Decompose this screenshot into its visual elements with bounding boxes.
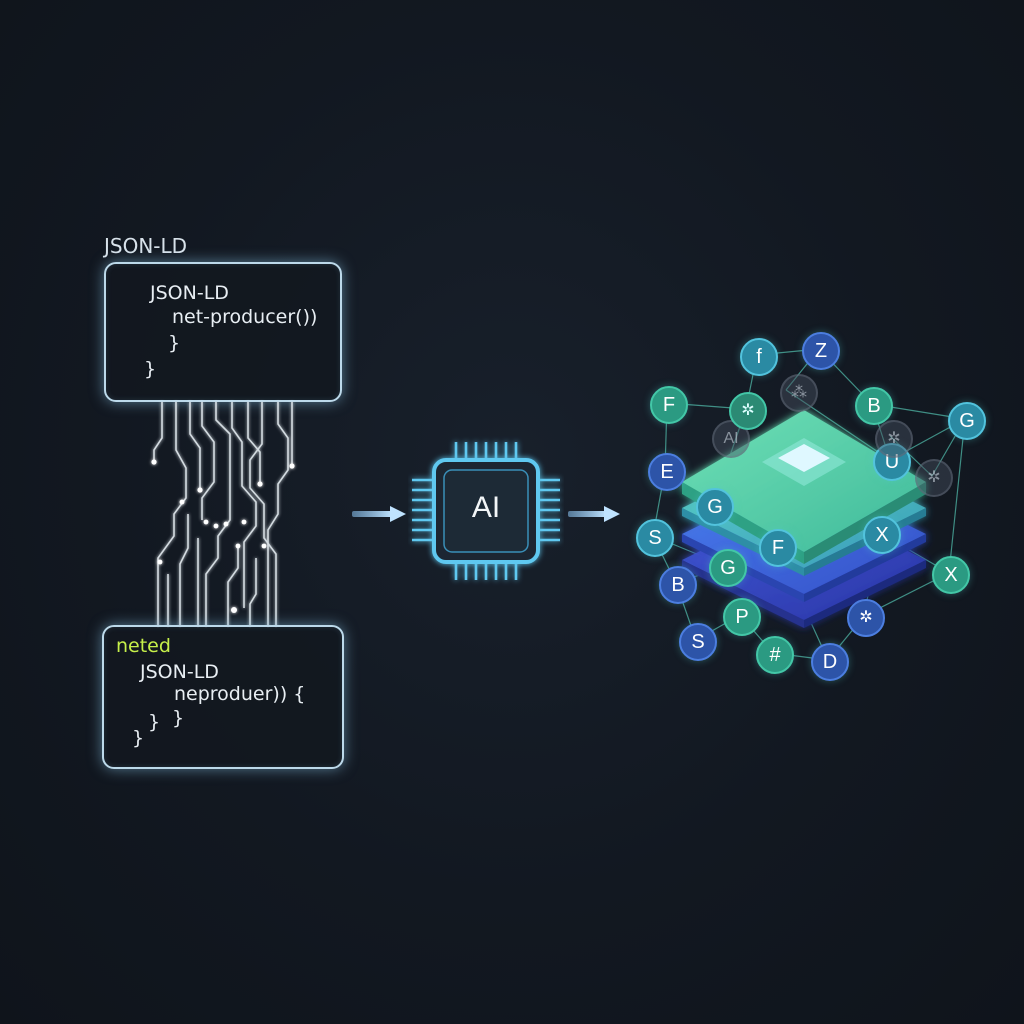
graph-node: F (650, 386, 688, 424)
output-code-line-1: JSON-LD (140, 661, 219, 683)
output-code-line-4: } (148, 711, 161, 733)
output-code-box: neted JSON-LD neproduer)) { } } } (102, 625, 344, 769)
gear-icon: ✲ (847, 599, 885, 637)
graph-node: B (659, 566, 697, 604)
graph-node: B (855, 387, 893, 425)
graph-node: Z (802, 332, 840, 370)
input-code-line-3: } (168, 332, 181, 354)
graph-node-faded: ⁂ (780, 374, 818, 412)
gear-icon: ✲ (729, 392, 767, 430)
graph-node: S (636, 519, 674, 557)
graph-node: S (679, 623, 717, 661)
input-code-line-1: JSON-LD (150, 282, 229, 304)
knowledge-graph: f Z F B G U E G S F X X B G P S # D AI ✲… (620, 320, 1004, 700)
graph-node: D (811, 643, 849, 681)
arrow-to-processor-icon (352, 506, 406, 522)
graph-node: X (932, 556, 970, 594)
input-code-box: JSON-LD net-producer()) } } (104, 262, 342, 402)
output-code-line-2: neproduer)) { (174, 683, 306, 705)
top-caption: JSON-LD (104, 234, 188, 258)
graph-node: # (756, 636, 794, 674)
chip-icon (412, 442, 560, 580)
graph-node: G (696, 488, 734, 526)
graph-node: X (863, 516, 901, 554)
chip-label: AI (471, 491, 501, 524)
graph-node: G (948, 402, 986, 440)
graph-node-faded: ✲ (875, 420, 913, 458)
graph-node: f (740, 338, 778, 376)
graph-edges (652, 348, 966, 661)
output-box-caption: neted (116, 635, 171, 657)
circuit-traces (151, 402, 295, 628)
output-code-line-5: } (132, 727, 145, 749)
graph-node: E (648, 453, 686, 491)
graph-node: G (709, 549, 747, 587)
graph-node: P (723, 598, 761, 636)
gear-icon: ✲ (915, 459, 953, 497)
arrow-to-graph-icon (568, 506, 620, 522)
input-code-line-2: net-producer()) (172, 306, 318, 328)
graph-node: F (759, 529, 797, 567)
ai-processor-chip: AI (408, 436, 564, 586)
output-code-line-3: } (172, 707, 185, 729)
input-code-line-4: } (144, 358, 157, 380)
